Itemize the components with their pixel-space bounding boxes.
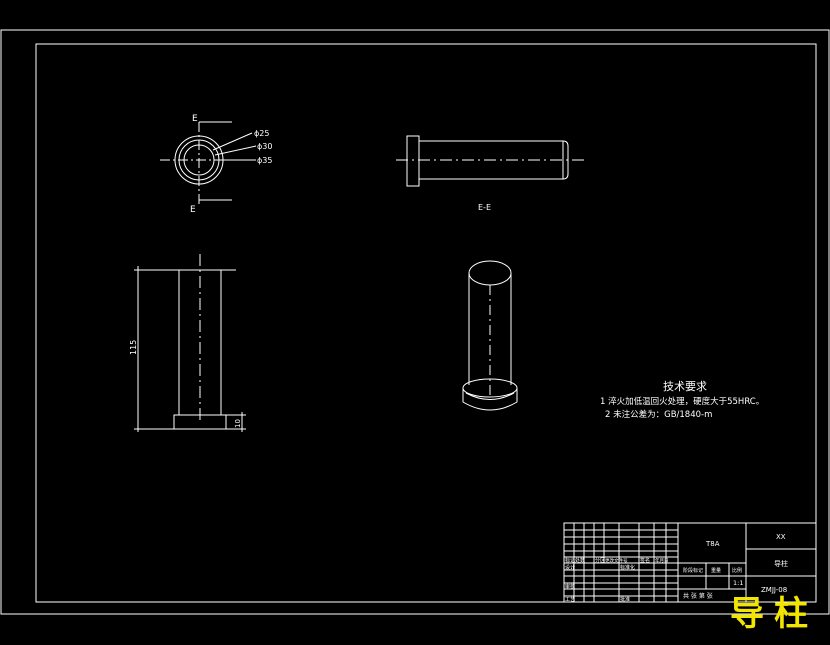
section-mark-bottom: E	[190, 205, 196, 215]
row-label-review: 审核	[565, 583, 575, 590]
diameter-label-35: ϕ35	[257, 156, 272, 165]
col-label-date: 年月日	[655, 557, 669, 564]
base-dimension: 10	[234, 419, 242, 428]
title-block	[563, 522, 817, 603]
tech-req-title: 技术要求	[663, 380, 707, 393]
diameter-label-30: ϕ30	[257, 142, 272, 151]
col-label-zone: 分区	[595, 557, 605, 564]
watermark-text: 导柱	[730, 594, 818, 634]
drawing-number: ZMJJ-08	[761, 586, 787, 594]
inner-border	[35, 43, 817, 603]
weight-label: 重量	[711, 567, 721, 574]
row-label-design: 设计	[565, 564, 575, 571]
side-view-horizontal	[396, 135, 586, 187]
part-name: 导柱	[774, 559, 788, 568]
sheet-info: 共 张 第 张	[683, 592, 713, 600]
tech-req-item-1: 1 淬火加低温回火处理，硬度大于55HRC。	[600, 396, 764, 407]
row-label-process: 工艺	[565, 597, 575, 603]
scale-label: 比例	[732, 567, 742, 574]
standardization-label: 标准化	[620, 564, 635, 571]
col-label-change-doc: 更改文件号	[605, 557, 628, 564]
unit-mark: XX	[776, 533, 786, 541]
isometric-view	[462, 260, 518, 411]
material: T8A	[705, 540, 720, 548]
section-mark-top: E	[192, 114, 198, 124]
col-label-count: 处数	[575, 557, 585, 564]
section-view-label: E-E	[478, 203, 491, 212]
end-view	[160, 121, 257, 205]
stage-mark-label: 阶段标记	[683, 567, 703, 574]
row-label-mark: 标记	[565, 557, 575, 564]
approval-label: 批准	[620, 596, 630, 603]
length-dimension: 115	[129, 340, 138, 355]
scale-value: 1:1	[733, 579, 743, 587]
front-view-vertical	[134, 254, 246, 432]
outer-border	[0, 29, 830, 615]
tech-req-item-2: 2 未注公差为：GB/1840-m	[605, 409, 712, 420]
col-label-signature: 签名	[640, 557, 650, 564]
diameter-label-25: ϕ25	[254, 129, 269, 138]
